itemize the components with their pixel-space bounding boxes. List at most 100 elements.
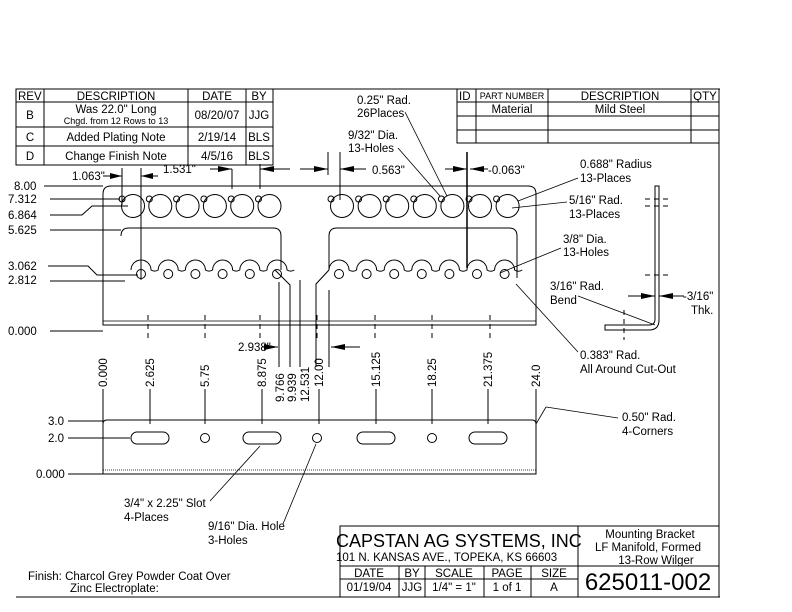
finish-note-line1: Finish: Charcol Grey Powder Coat Over — [28, 571, 231, 583]
y-label-3-062: 3.062 — [8, 261, 37, 273]
parts-table: ID PART NUMBER DESCRIPTION QTY Material … — [456, 88, 720, 144]
keyhole-small-hole — [227, 195, 235, 203]
scallop-row — [130, 259, 523, 279]
tb-value-scale: 1/4" = 1" — [432, 582, 476, 594]
company-name: CAPSTAN AG SYSTEMS, INC — [336, 531, 582, 551]
parts-header-id: ID — [459, 91, 471, 103]
x-axis-label: 8.875 — [257, 358, 269, 387]
keyhole-small-hole — [145, 195, 153, 203]
side-thk-line1: -3/16" — [683, 291, 713, 303]
callout-rad-025-line1: 0.25" Rad. — [357, 95, 411, 107]
dim-0-063: -0.063" — [488, 165, 525, 177]
rev-header-date: DATE — [202, 91, 232, 103]
keyhole-small-hole — [200, 195, 208, 203]
part-title-line3: 13-Row Wilger — [618, 555, 694, 567]
part-title-line1: Mounting Bracket — [605, 529, 695, 541]
x-axis-label: 2.625 — [145, 358, 157, 387]
dim-2-938: 2.938" — [238, 342, 271, 354]
rev-row-c-by: BLS — [248, 132, 270, 144]
y-label-2-812: 2.812 — [8, 275, 37, 287]
hole-3-8-dia — [272, 269, 282, 279]
keyhole-large-circle — [495, 194, 520, 218]
rev-row-b-subnote: Chgd. from 12 Rows to 13 — [64, 116, 169, 126]
rev-row-c-rev: C — [26, 132, 34, 144]
keyhole-large-circle — [412, 194, 437, 218]
x-axis-label: 12.00 — [314, 358, 326, 387]
callout-rad-050-line2: 4-Corners — [622, 426, 673, 438]
x-axis-label: 24.0 — [531, 365, 543, 387]
title-block: CAPSTAN AG SYSTEMS, INC 101 N. KANSAS AV… — [336, 525, 720, 598]
rev-header-rev: REV — [18, 91, 42, 103]
y-label-6-864: 6.864 — [8, 210, 37, 222]
slot-3-4x2-25 — [468, 431, 508, 445]
right-cutout — [328, 227, 518, 278]
callout-rad-0688-line2: 13-Places — [580, 173, 631, 185]
callout-dia-932-line2: 13-Holes — [348, 143, 394, 155]
rev-row-b-by: JJG — [249, 110, 270, 122]
keyhole-small-hole — [173, 195, 181, 203]
callout-rad-0383-line1: 0.383" Rad. — [580, 350, 640, 362]
flange-y-label-3-0: 3.0 — [48, 416, 64, 428]
rev-header-description: DESCRIPTION — [77, 91, 156, 103]
y-label-0-000: 0.000 — [8, 326, 37, 338]
callout-slot-line1: 3/4" x 2.25" Slot — [124, 498, 206, 510]
y-label-7-312: 7.312 — [8, 194, 37, 206]
hole-3-8-dia — [472, 269, 482, 279]
callout-hole-line1: 9/16" Dia. Hole — [208, 521, 285, 533]
keyhole-small-hole — [493, 195, 501, 203]
bracket-outline — [102, 185, 537, 326]
x-axis-label: 15.125 — [371, 352, 383, 387]
hole-3-8-dia — [244, 269, 255, 279]
parts-row-description: Mild Steel — [595, 104, 646, 116]
keyhole-large-circle — [357, 194, 382, 218]
scallop-edge — [130, 259, 295, 272]
left-cutout — [120, 227, 282, 270]
y-label-5-625: 5.625 — [8, 225, 37, 237]
hole-3-8-dia — [217, 269, 228, 279]
x-axis-label: 12.531 — [300, 367, 312, 402]
rev-row-d-by: BLS — [248, 151, 270, 163]
callout-rad-0688-line1: 0.688" Radius — [580, 159, 652, 171]
tb-value-size: A — [550, 582, 558, 594]
keyhole-large-circle — [148, 194, 173, 218]
hole-3-8-dia — [190, 269, 201, 279]
parts-header-description: DESCRIPTION — [581, 91, 660, 103]
rev-row-b-description: Was 22.0" Long — [75, 104, 156, 116]
hole-3-8-dia — [416, 269, 427, 279]
callout-rad-050-line1: 0.50" Rad. — [622, 412, 676, 424]
keyhole-large-circle — [202, 194, 227, 218]
hole-3-8-dia — [163, 269, 174, 279]
keyhole-small-hole — [355, 195, 363, 203]
drawing-number: 625011-002 — [585, 569, 711, 596]
part-title-line2: LF Manifold, Formed — [595, 542, 701, 554]
bottom-ticks — [147, 315, 491, 338]
parts-header-part-number: PART NUMBER — [480, 91, 545, 101]
keyhole-small-hole — [465, 195, 473, 203]
x-axis-label: 18.25 — [427, 358, 439, 387]
side-bend-line1: 3/16" Rad. — [550, 281, 604, 293]
tb-header-page: PAGE — [491, 568, 522, 580]
callout-dia-932-line1: 9/32" Dia. — [348, 130, 398, 142]
rev-row-c-date: 2/19/14 — [198, 132, 237, 144]
rev-row-b-rev: B — [26, 110, 34, 122]
callout-rad-516-line2: 13-Places — [569, 209, 620, 221]
hole-9-16-dia — [200, 433, 210, 443]
keyhole-small-hole — [255, 195, 262, 203]
flange-y-label-0-000: 0.000 — [36, 469, 65, 481]
x-axis-label: 9.939 — [287, 373, 299, 402]
y-label-8-00: 8.00 — [14, 181, 36, 193]
keyhole-small-hole — [410, 195, 418, 203]
keyhole-row — [118, 194, 520, 218]
scallop-edge — [328, 259, 523, 272]
side-bend-line2: Bend — [550, 295, 577, 307]
rev-header-by: BY — [251, 91, 267, 103]
tb-value-by: JJG — [402, 582, 423, 594]
callout-slot-line2: 4-Places — [124, 512, 169, 524]
keyhole-large-circle — [440, 194, 465, 218]
tb-header-size: SIZE — [541, 568, 567, 580]
keyhole-small-hole — [327, 195, 335, 203]
finish-note-line2: Zinc Electroplate: — [70, 583, 159, 595]
flange-y-label-2-0: 2.0 — [48, 433, 64, 445]
